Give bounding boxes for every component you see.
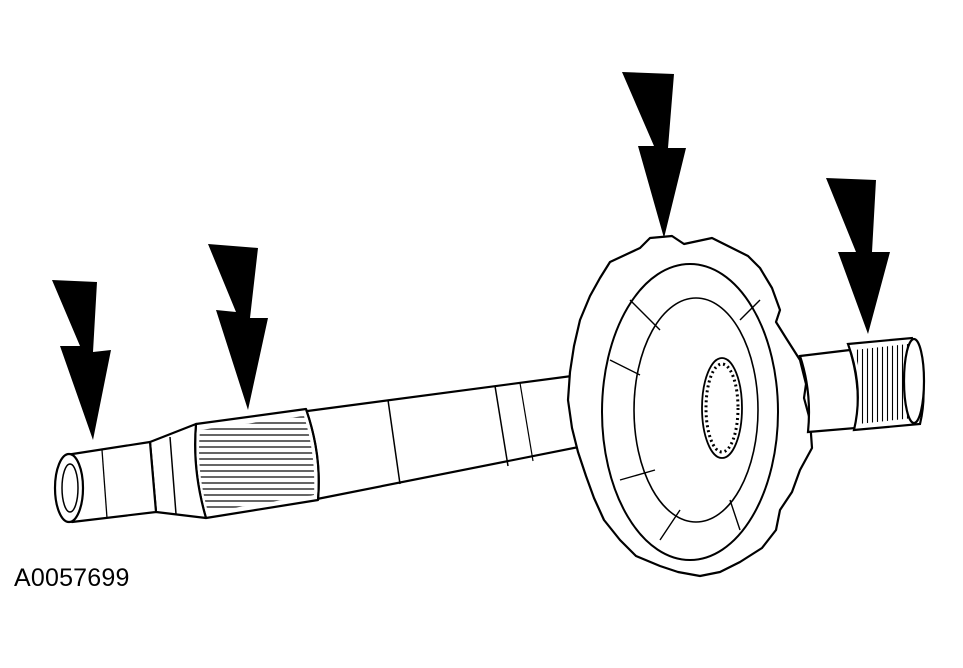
indicator-arrows — [52, 72, 890, 440]
neck-line — [169, 436, 177, 515]
hub-rib-1 — [629, 299, 661, 331]
hub-rib-3 — [619, 469, 656, 481]
hub-rib-2 — [609, 359, 641, 376]
arrow-hub — [622, 72, 686, 238]
arrow-left-spline — [208, 244, 268, 410]
hub-rib-4 — [659, 509, 681, 541]
right-shaft-end-face — [902, 337, 926, 425]
shaft-seam-2 — [494, 385, 509, 467]
shaft-seam-3 — [519, 382, 534, 462]
left-shaft-end-bore — [61, 463, 79, 513]
hub-inner-bore — [701, 357, 743, 459]
shaft-main-tube — [298, 370, 616, 502]
tapered-neck — [148, 422, 208, 520]
arrow-right-spline — [826, 178, 890, 334]
hub-face-inner — [633, 297, 759, 523]
shaft-seam-1 — [387, 399, 401, 485]
arrow-left-pilot — [52, 280, 111, 440]
pilot-line — [101, 449, 108, 519]
left-spline-ring — [305, 408, 320, 501]
right-output-shaft — [798, 336, 926, 434]
figure-reference-label: A0057699 — [14, 564, 130, 592]
right-shaft-collar — [798, 348, 860, 434]
shaft-body — [53, 370, 616, 524]
right-shaft-spline-texture — [854, 344, 917, 424]
clutch-hub-disc — [566, 234, 814, 578]
hub-rib-5 — [729, 499, 741, 531]
left-spline-texture — [199, 416, 315, 512]
hub-inner-gear — [704, 362, 740, 454]
hub-rib-6 — [739, 299, 761, 321]
